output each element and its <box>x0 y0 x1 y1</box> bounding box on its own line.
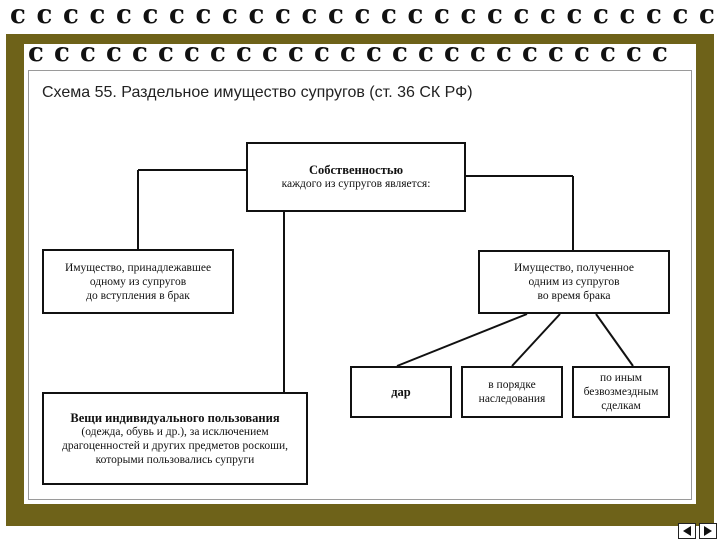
box-during-marriage: Имущество, полученное одним из супругов … <box>478 250 670 314</box>
spiral-ring-icon: с <box>314 38 330 68</box>
spiral-ring-icon: с <box>28 38 44 68</box>
spiral-ring-icon: с <box>184 38 200 68</box>
box-personal-use-line1: Вещи индивидуального пользования <box>70 410 280 425</box>
spiral-ring-icon: с <box>210 38 226 68</box>
spiral-ring-icon: с <box>646 0 662 30</box>
box-during-marriage-line1: Имущество, полученное <box>514 262 634 274</box>
spiral-ring-icon: с <box>566 0 583 30</box>
spiral-ring-icon: с <box>132 38 148 68</box>
spiral-ring-icon: с <box>275 0 291 30</box>
spiral-ring-icon: с <box>328 0 344 30</box>
spiral-ring-icon: с <box>301 0 318 30</box>
spiral-ring-icon: с <box>195 0 212 30</box>
spiral-ring-icon: с <box>340 38 356 68</box>
spiral-ring-icon: с <box>106 38 122 68</box>
box-other-free: по иным безвозмездным сделкам <box>572 366 670 418</box>
spiral-ring-icon: с <box>366 38 382 68</box>
box-other-free-line3: сделкам <box>601 400 641 412</box>
box-personal-use-line3: драгоценностей и других предметов роскош… <box>61 439 289 452</box>
spiral-ring-icon: с <box>496 38 512 68</box>
box-personal-use-line2: (одежда, обувь и др.), за исключением <box>81 425 269 438</box>
spiral-ring-icon: с <box>652 38 668 68</box>
spiral-ring-icon: с <box>63 0 79 30</box>
spiral-ring-icon: с <box>381 0 397 30</box>
spiral-ring-icon: с <box>80 38 96 68</box>
box-before-marriage-line3: до вступления в брак <box>86 289 190 302</box>
spiral-ring-icon: с <box>672 0 689 30</box>
next-slide-button[interactable] <box>699 523 717 539</box>
spiral-ring-icon: с <box>288 38 304 68</box>
spiral-ring-icon: с <box>699 0 715 30</box>
box-gift: дар <box>350 366 452 418</box>
scheme-title: Схема 55. Раздельное имущество супругов … <box>42 84 473 101</box>
box-other-free-line1: по иным <box>599 372 643 384</box>
spiral-ring-icon: с <box>522 38 538 68</box>
spiral-ring-icon: с <box>10 0 26 30</box>
spiral-ring-icon: с <box>574 38 590 68</box>
spiral-ring-icon: с <box>540 0 556 30</box>
spiral-ring-icon: с <box>444 38 460 68</box>
spiral-ring-icon: с <box>626 38 642 68</box>
box-root: Собственностью каждого из супругов являе… <box>246 142 466 212</box>
box-personal-use-line4: которыми пользовались супруги <box>95 453 255 466</box>
box-personal-use: Вещи индивидуального пользования (одежда… <box>42 392 308 485</box>
spiral-ring-icon: с <box>460 0 477 30</box>
box-during-marriage-line2: одним из супругов <box>528 276 620 288</box>
spiral-ring-icon: с <box>169 0 185 30</box>
spiral-ring-icon: с <box>593 0 609 30</box>
spiral-ring-icon: с <box>158 38 174 68</box>
triangle-left-icon <box>683 526 691 536</box>
spiral-ring-icon: с <box>222 0 238 30</box>
box-root-line2: каждого из супругов является: <box>281 178 431 190</box>
spiral-ring-icon: с <box>392 38 408 68</box>
spiral-ring-icon: с <box>619 0 636 30</box>
box-root-line1: Собственностью <box>308 163 404 177</box>
prev-slide-button[interactable] <box>678 523 696 539</box>
box-inheritance-line1: в порядке <box>488 379 536 391</box>
spiral-ring-icon: с <box>248 0 265 30</box>
spiral-ring-icon: с <box>262 38 278 68</box>
box-before-marriage: Имущество, принадлежавшее одному из супр… <box>42 249 234 314</box>
spiral-ring-icon: с <box>116 0 132 30</box>
box-before-marriage-line2: одному из супругов <box>89 275 187 288</box>
spiral-ring-icon: с <box>470 38 486 68</box>
spiral-ring-icon: с <box>354 0 371 30</box>
spiral-ring-icon: с <box>548 38 564 68</box>
spiral-ring-icon: с <box>418 38 434 68</box>
box-before-marriage-line1: Имущество, принадлежавшее <box>64 261 212 274</box>
spiral-ring-icon: с <box>236 38 252 68</box>
spiral-ring-icon: с <box>600 38 616 68</box>
spiral-ring-icon: с <box>487 0 503 30</box>
box-other-free-line2: безвозмездным <box>583 386 659 398</box>
spiral-ring-icon: с <box>89 0 106 30</box>
spiral-ring-icon: с <box>434 0 450 30</box>
box-inheritance-line2: наследования <box>478 393 546 405</box>
spiral-ring-icon: с <box>54 38 70 68</box>
box-inheritance: в порядке наследования <box>461 366 563 418</box>
spiral-ring-icon: с <box>407 0 424 30</box>
spiral-ring-icon: с <box>142 0 159 30</box>
box-during-marriage-line3: во время брака <box>537 290 611 302</box>
spiral-ring-icon: с <box>513 0 530 30</box>
triangle-right-icon <box>704 526 712 536</box>
spiral-ring-icon: с <box>36 0 53 30</box>
box-gift-line1: дар <box>391 385 411 399</box>
